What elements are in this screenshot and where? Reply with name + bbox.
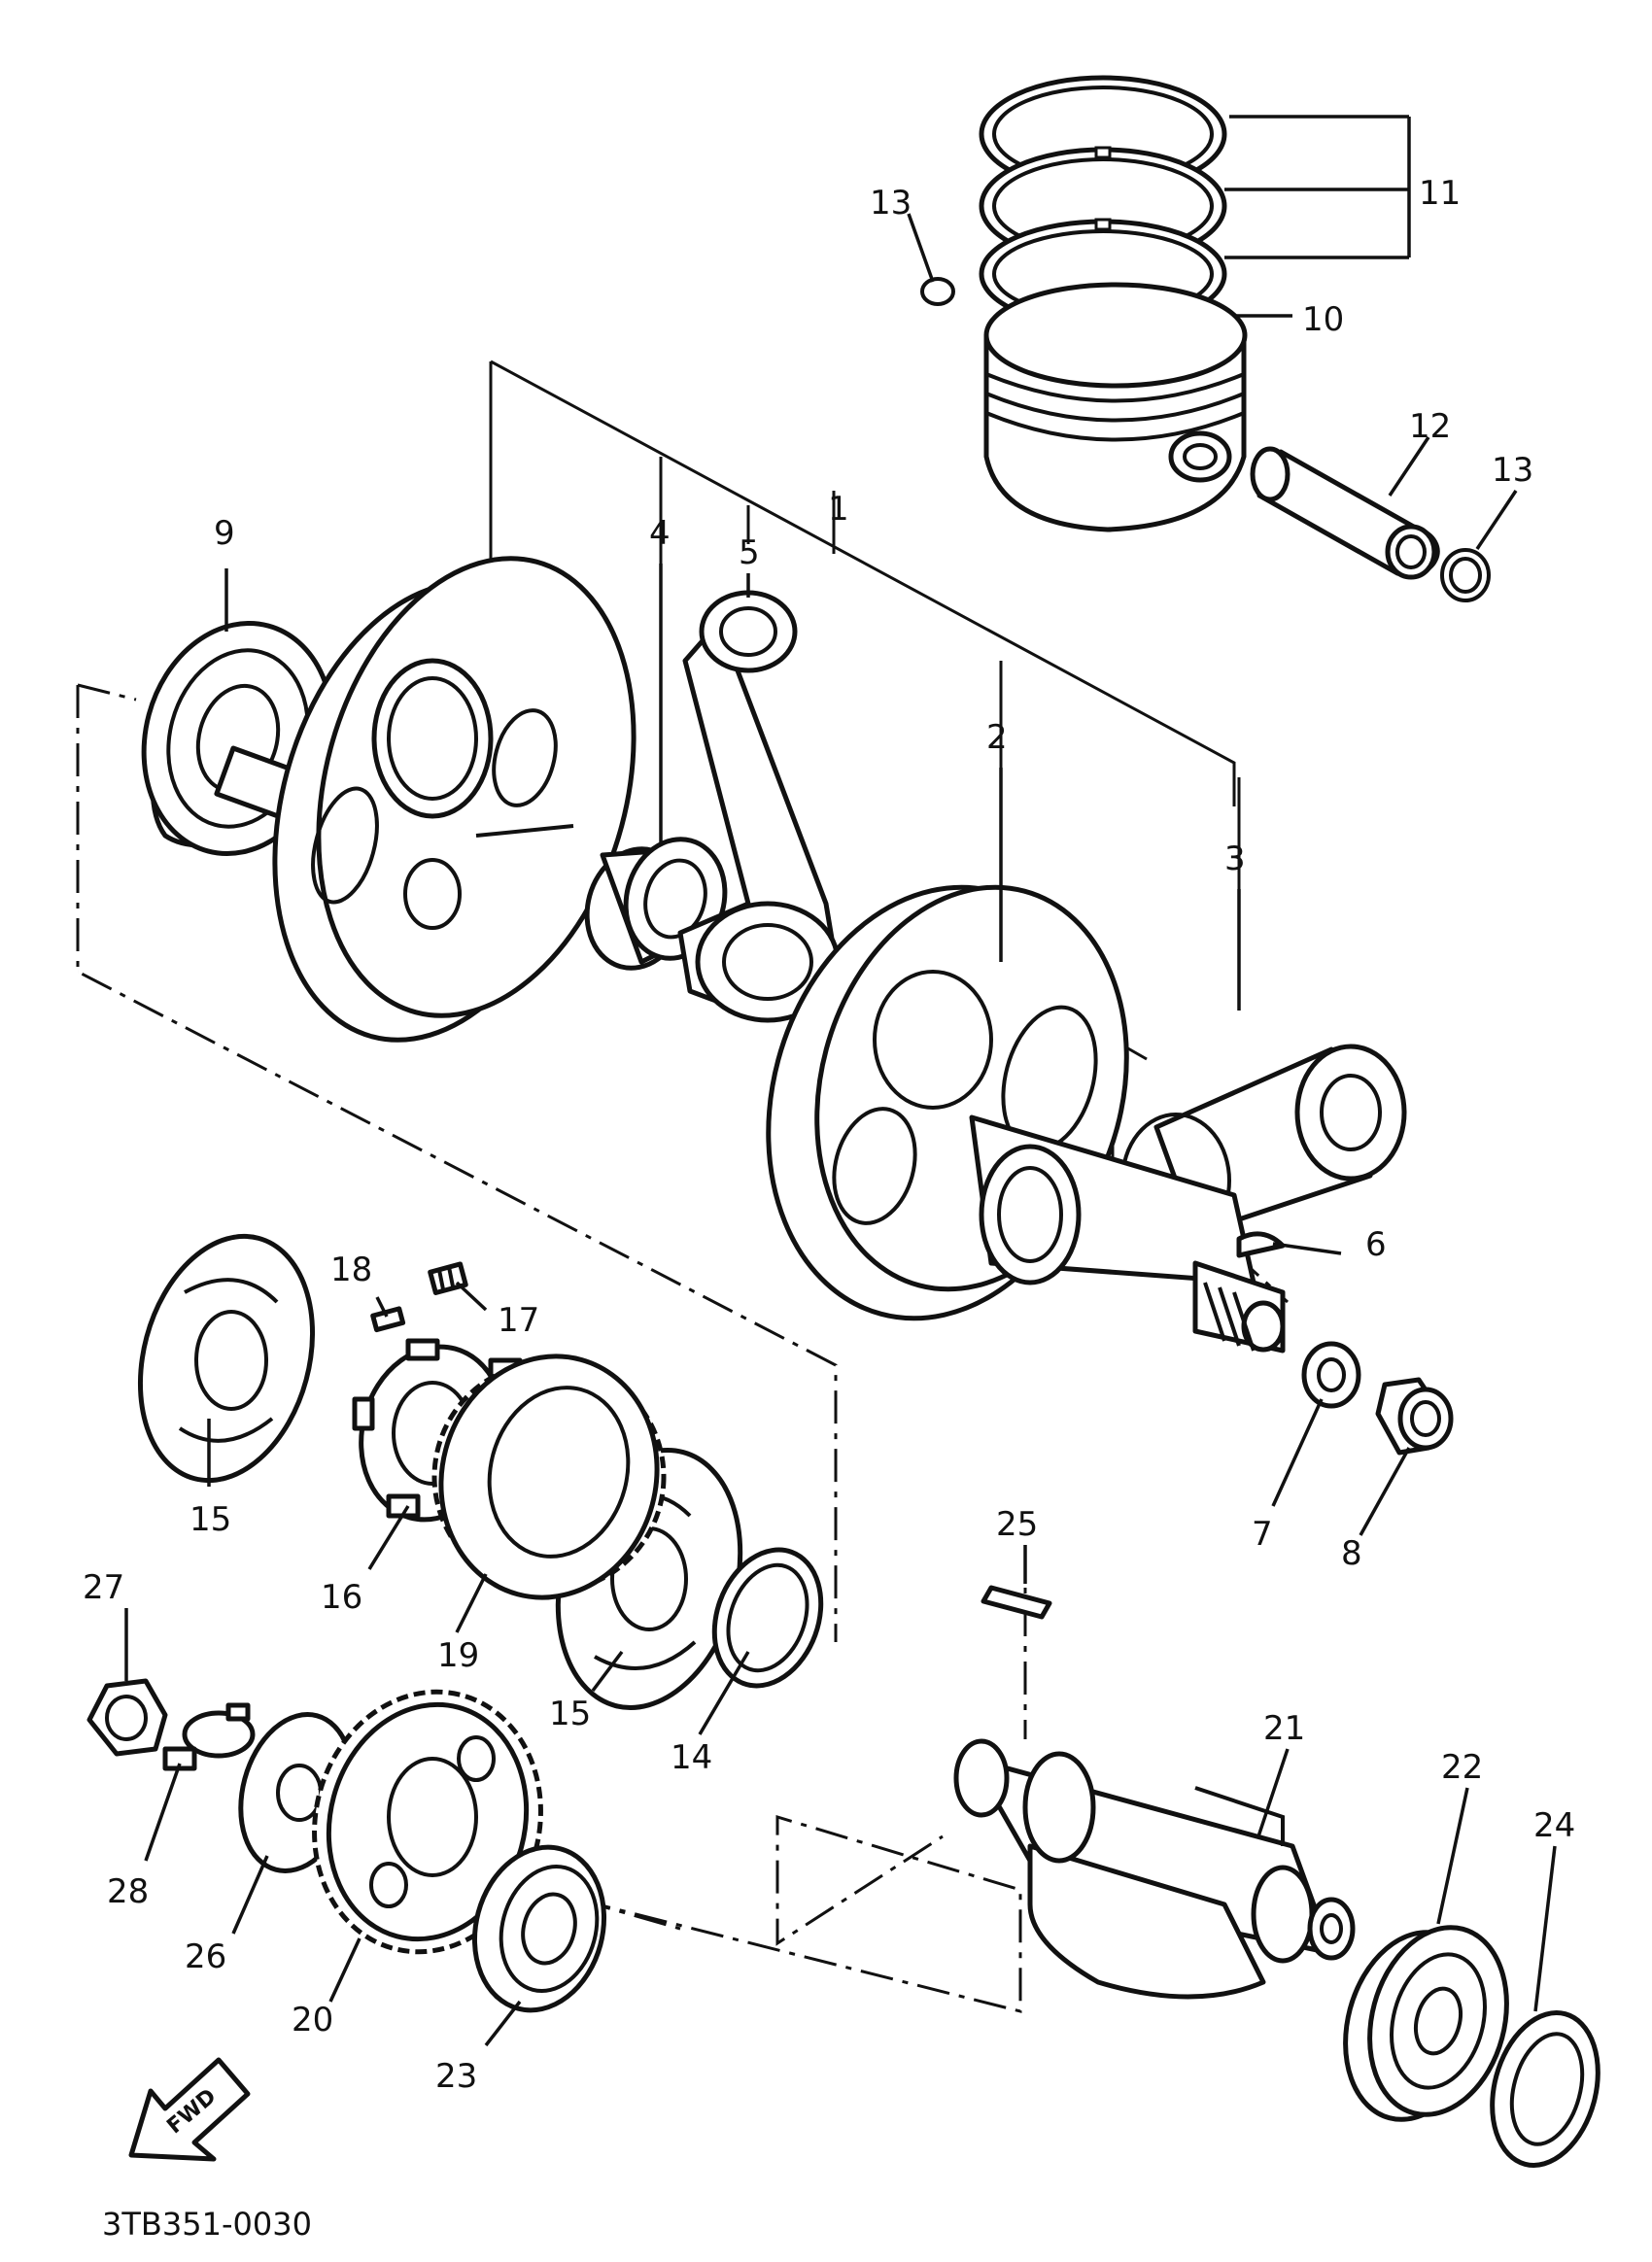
callout-27: 27 [83,1568,124,1607]
balancer-oil-seal [1490,2010,1600,2168]
callout-24: 24 [1533,1806,1575,1845]
crank-nut [1375,1377,1454,1456]
callout-13-upper: 13 [870,184,912,223]
callout-28: 28 [107,1872,149,1911]
balancer-plate-upper [137,1233,316,1484]
callout-15-upper: 15 [189,1500,231,1539]
callout-23: 23 [435,2057,477,2096]
piston-pin [1250,446,1440,580]
oil-seal [711,1547,824,1689]
piston-pin-clip-left [920,277,955,306]
lock-washer [162,1702,256,1771]
callout-25: 25 [996,1505,1038,1544]
callout-10: 10 [1302,300,1344,339]
fwd-arrow-icon: FWD [128,2057,251,2162]
balancer-shaft [953,1738,1356,2000]
callout-19: 19 [437,1636,479,1675]
callout-11: 11 [1419,174,1461,213]
callout-15-lower: 15 [549,1695,591,1733]
left-assembly-frame [76,685,838,1642]
piston-pin-clip-right [1440,548,1491,602]
crankshaft-right [766,884,1286,1354]
callout-17: 17 [498,1301,539,1340]
damper-spring [428,1261,468,1296]
balancer-bearing-right [1343,1925,1509,2122]
callout-6: 6 [1365,1225,1387,1264]
crank-web-left [272,556,637,1043]
callout-26: 26 [185,1937,226,1976]
crank-assembly-bracket [490,360,1236,806]
connecting-rod [677,590,841,1023]
callout-12: 12 [1409,407,1451,446]
damper-pin [370,1306,406,1333]
crank-washer [1301,1341,1361,1409]
leader-lines [124,115,1557,2047]
balancer-key [981,1585,1052,1620]
callout-4: 4 [649,514,671,553]
balancer-nut [86,1678,168,1757]
callout-20: 20 [292,2001,333,2039]
callout-3: 3 [1224,840,1246,878]
callout-18: 18 [330,1251,372,1289]
callout-8: 8 [1341,1534,1362,1573]
callout-13-right: 13 [1492,451,1533,490]
callout-22: 22 [1441,1748,1483,1787]
balancer-centerline [577,1814,1022,2013]
callout-2: 2 [986,718,1008,757]
callout-5: 5 [739,533,760,572]
callout-9: 9 [214,514,235,553]
callout-1: 1 [828,490,849,529]
callout-labels: 1 2 3 4 5 6 7 8 9 10 11 12 13 13 14 15 1… [83,174,1575,2096]
callout-14: 14 [671,1738,712,1777]
reference-code: 3TB351-0030 [102,2206,312,2243]
piston-ring-set [979,75,1227,329]
piston [983,282,1248,532]
balancer-drive-gear [431,1354,667,1600]
balancer-bearing-left [471,1844,607,2013]
callout-16: 16 [321,1578,362,1617]
callout-21: 21 [1263,1709,1305,1748]
callout-7: 7 [1252,1515,1273,1554]
